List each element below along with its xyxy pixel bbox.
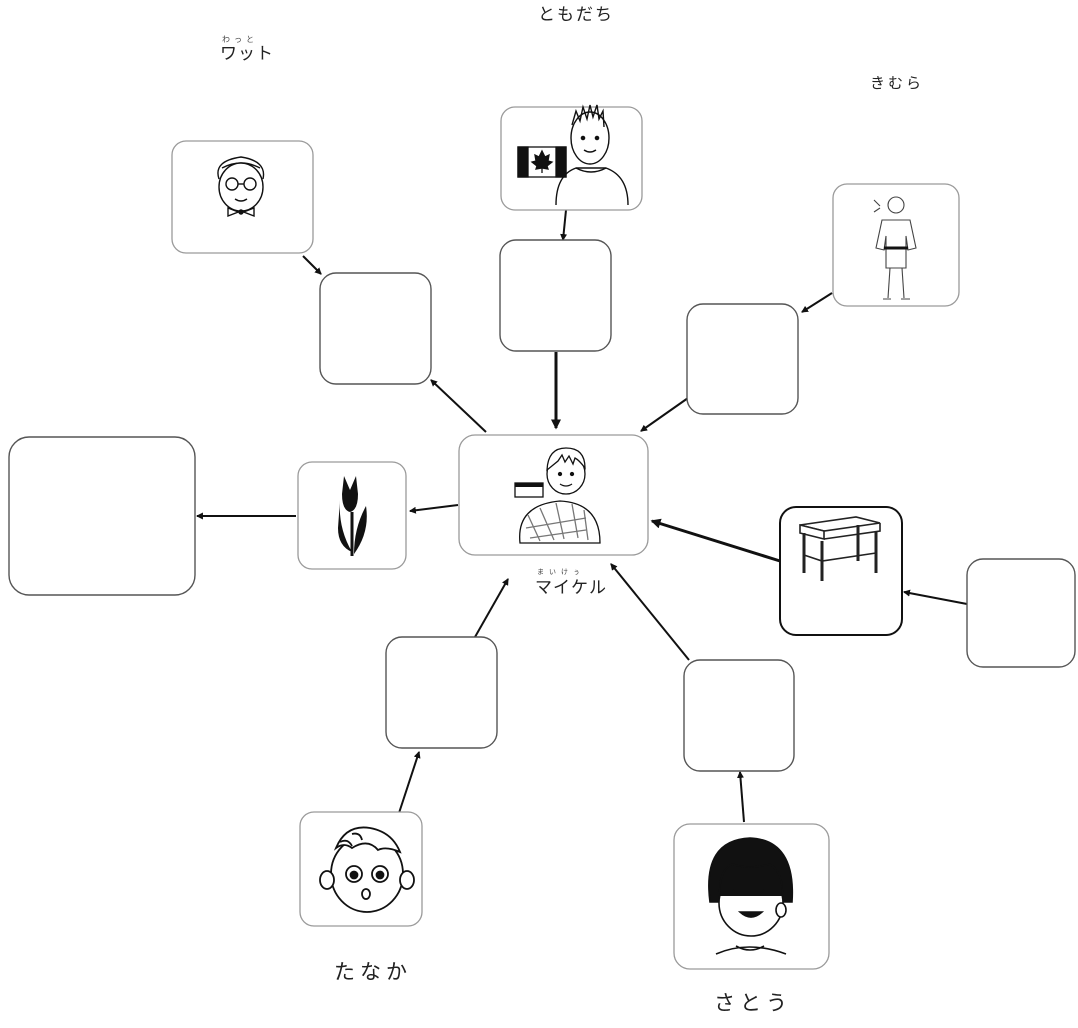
arrow-satou-box-to-michael <box>610 563 690 661</box>
empty-box-tanaka[interactable] <box>385 636 498 749</box>
empty-boxes <box>8 239 1076 772</box>
desk-icon <box>799 516 881 581</box>
watto-ruby: わっと <box>222 35 258 44</box>
arrow-watto-to-box <box>302 255 322 275</box>
maikeru-ruby: まいけぅ <box>537 568 585 576</box>
arrows <box>195 209 968 823</box>
arrow-desk-to-michael <box>650 518 781 563</box>
tanaka-label: たなか <box>334 960 412 984</box>
watto-card <box>171 140 314 254</box>
empty-box-desk[interactable] <box>966 558 1076 668</box>
satou-girl-face <box>708 837 794 955</box>
arrow-satou-to-box <box>736 770 745 823</box>
old-man-figure <box>217 156 265 218</box>
arrow-friend-to-box <box>560 209 568 242</box>
arrow-tanaka-box-to-michael <box>474 578 509 638</box>
arrow-kimura-to-box <box>801 292 833 313</box>
canada-friend-card <box>500 104 643 211</box>
empty-box-kimura[interactable] <box>686 303 799 415</box>
satou-card <box>673 823 830 970</box>
michael-card <box>458 434 649 556</box>
empty-box-big-left[interactable] <box>8 436 196 596</box>
kimura-label: きむら <box>870 74 925 92</box>
judo-person-figure <box>873 196 917 300</box>
tulip-icon <box>338 476 367 556</box>
empty-box-friend[interactable] <box>499 239 612 352</box>
arrow-michael-to-tulip <box>408 504 459 514</box>
satou-label: さとう <box>714 991 792 1015</box>
arrow-box-to-michael-right <box>640 397 689 432</box>
michael-figure <box>514 447 601 544</box>
tulip-card <box>297 461 407 570</box>
canada-boy-figure <box>555 104 629 206</box>
arrow-tanaka-to-box <box>398 751 421 814</box>
empty-box-satou[interactable] <box>683 659 795 772</box>
tanaka-boy-face <box>319 826 415 913</box>
empty-box-watto[interactable] <box>319 272 432 385</box>
desk-card <box>779 506 903 636</box>
canadian-flag-icon <box>517 146 567 178</box>
maikeru-label: マイケル <box>535 578 607 598</box>
watto-label: ワット <box>220 44 274 64</box>
kimura-card <box>832 183 960 307</box>
arrow-michael-to-watto-box <box>430 379 487 433</box>
tomodachi-label: ともだち <box>538 5 614 25</box>
arrow-box-to-desk <box>902 589 968 605</box>
tanaka-card <box>299 811 423 927</box>
